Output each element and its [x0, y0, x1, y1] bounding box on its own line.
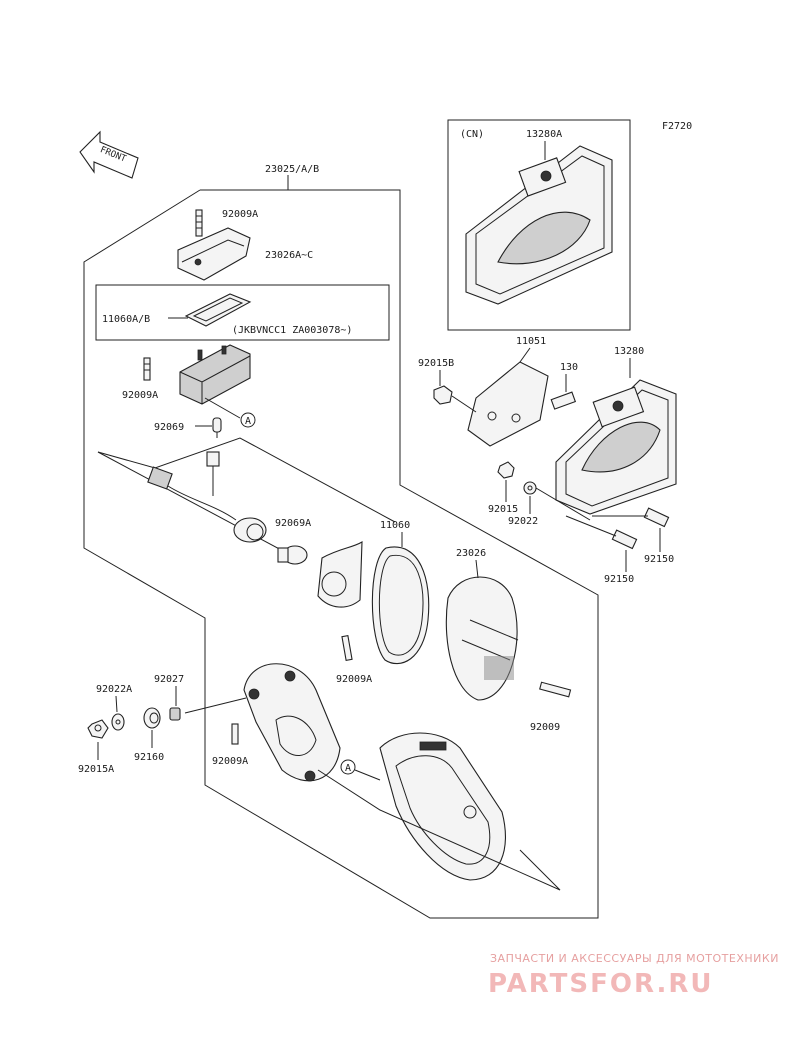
- nut-92015a: [87, 719, 109, 739]
- label-13280: 13280: [614, 346, 644, 357]
- lens-cover-23026a: [177, 227, 251, 281]
- cn-plate-box: [447, 119, 631, 331]
- bolt-92009a-top: [195, 209, 203, 237]
- label-92015a: 92015A: [78, 764, 114, 775]
- washer-92022a: [111, 713, 125, 731]
- watermark-brand: PARTSFOR.RU: [488, 969, 713, 999]
- nut-92015b: [433, 385, 453, 405]
- gasket-11060: [371, 546, 430, 665]
- ref-a-bottom: A: [345, 763, 351, 774]
- label-92160: 92160: [134, 752, 164, 763]
- plate-13280: [555, 379, 677, 515]
- washer-92022: [523, 481, 537, 495]
- label-92009a-top: 92009A: [222, 209, 258, 220]
- lens-23026: [445, 576, 519, 701]
- license-light-housing: [179, 344, 251, 405]
- label-11060: 11060: [380, 520, 410, 531]
- ref-a-top-circle: [240, 412, 256, 428]
- collar-92027: [169, 707, 181, 721]
- label-92022: 92022: [508, 516, 538, 527]
- bolt-92150-left: [611, 529, 638, 550]
- label-92027: 92027: [154, 674, 184, 685]
- assembly-outline: [83, 189, 599, 919]
- gasket-callout-box: [95, 284, 390, 341]
- tail-lamp-housing: [317, 732, 561, 891]
- base-bracket: [243, 663, 341, 782]
- bolt-92009a-bottom: [231, 723, 239, 745]
- socket-and-wire: [147, 451, 267, 543]
- label-92009: 92009: [530, 722, 560, 733]
- label-92009a-bottom: 92009A: [212, 756, 248, 767]
- label-130: 130: [560, 362, 578, 373]
- grommet-92160: [143, 707, 161, 729]
- label-23026: 23026: [456, 548, 486, 559]
- label-92150-left: 92150: [604, 574, 634, 585]
- label-92015: 92015: [488, 504, 518, 515]
- bulb-92069: [212, 417, 222, 438]
- bolt-92150-right: [643, 507, 670, 528]
- figure-code: F2720: [662, 121, 692, 132]
- ref-a-bottom-circle: [340, 759, 356, 775]
- label-92069: 92069: [154, 422, 184, 433]
- gasket-11060a: [184, 293, 252, 327]
- label-92069a: 92069A: [275, 518, 311, 529]
- label-23025: 23025/A/B: [265, 164, 319, 175]
- watermark-tagline: ЗАПЧАСТИ И АКСЕССУАРЫ ДЛЯ МОТОТЕХНИКИ: [490, 952, 779, 965]
- nut-92015: [497, 461, 515, 479]
- ref-a-top: A: [245, 416, 251, 427]
- bracket-11051: [467, 361, 549, 447]
- bolt-92009a-left: [143, 357, 151, 381]
- label-23026a: 23026A~C: [265, 250, 313, 261]
- label-92015b: 92015B: [418, 358, 454, 369]
- label-11060a: 11060A/B: [102, 314, 150, 325]
- front-direction-arrow: FRONT: [79, 130, 139, 179]
- label-92009a-left: 92009A: [122, 390, 158, 401]
- label-92022a: 92022A: [96, 684, 132, 695]
- plate-13280a: [465, 145, 613, 305]
- reflector: [317, 541, 363, 608]
- label-11051: 11051: [516, 336, 546, 347]
- tail-bulb: [277, 545, 308, 565]
- label-92009a-mid: 92009A: [336, 674, 372, 685]
- serial-note: (JKBVNCC1 ZA003078~): [232, 325, 352, 336]
- label-13280a: 13280A: [526, 129, 562, 140]
- label-92150-right: 92150: [644, 554, 674, 565]
- bolt-92009a-mid: [341, 635, 353, 661]
- cn-label: (CN): [460, 129, 484, 140]
- screw-92009: [539, 681, 572, 698]
- bolt-130: [550, 391, 577, 410]
